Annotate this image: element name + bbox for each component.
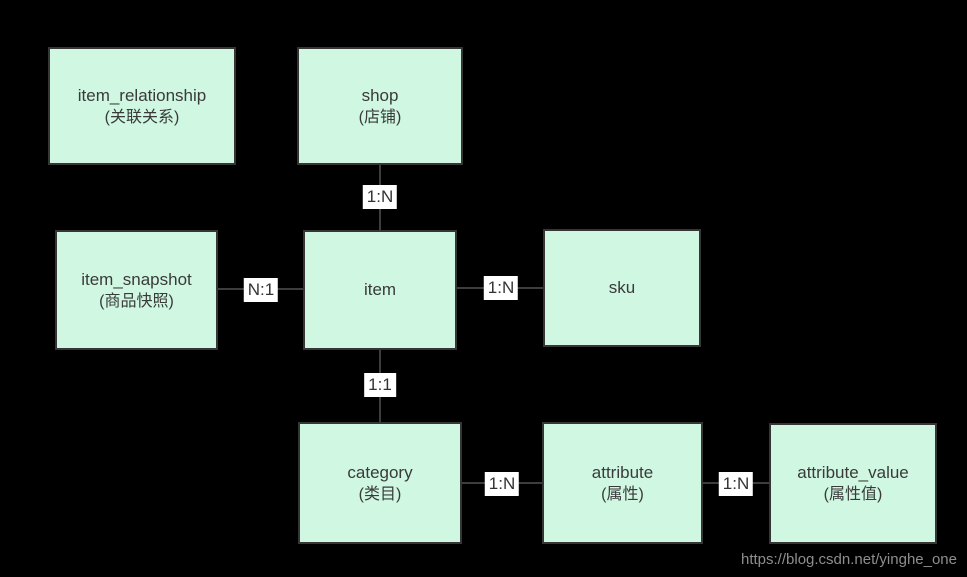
entity-attribute: attribute (属性) bbox=[542, 422, 703, 544]
entity-sku: sku bbox=[543, 229, 701, 347]
entity-subtitle: (属性) bbox=[601, 485, 644, 503]
cardinality-label-category-attribute: 1:N bbox=[484, 472, 520, 496]
entity-name: attribute bbox=[591, 462, 654, 482]
watermark-url: https://blog.csdn.net/yinghe_one bbox=[741, 551, 957, 568]
entity-subtitle: (商品快照) bbox=[99, 292, 174, 310]
entity-name: item bbox=[363, 280, 397, 299]
entity-item: item bbox=[303, 230, 457, 350]
cardinality-label-item-sku: 1:N bbox=[483, 276, 519, 300]
entity-item-relationship: item_relationship (关联关系) bbox=[48, 47, 236, 165]
entity-category: category (类目) bbox=[298, 422, 462, 544]
entity-name: sku bbox=[608, 278, 636, 297]
entity-subtitle: (类目) bbox=[358, 485, 402, 503]
entity-subtitle: (关联关系) bbox=[104, 108, 180, 126]
entity-shop: shop (店铺) bbox=[297, 47, 463, 165]
entity-subtitle: (属性值) bbox=[823, 486, 883, 503]
entity-name: shop bbox=[361, 85, 399, 105]
entity-name: item_relationship bbox=[77, 85, 207, 105]
cardinality-label-item-snapshot-item: N:1 bbox=[243, 278, 279, 302]
cardinality-label-item-category: 1:1 bbox=[364, 373, 396, 397]
entity-attribute-value: attribute_value (属性值) bbox=[769, 423, 937, 544]
cardinality-label-shop-item: 1:N bbox=[362, 185, 398, 209]
cardinality-label-attribute-attribute-value: 1:N bbox=[718, 472, 754, 496]
entity-name: category bbox=[347, 462, 413, 482]
entity-name: item_snapshot bbox=[81, 269, 192, 289]
entity-item-snapshot: item_snapshot (商品快照) bbox=[55, 230, 218, 350]
entity-name: attribute_value bbox=[797, 463, 909, 482]
entity-subtitle: (店铺) bbox=[358, 108, 402, 126]
